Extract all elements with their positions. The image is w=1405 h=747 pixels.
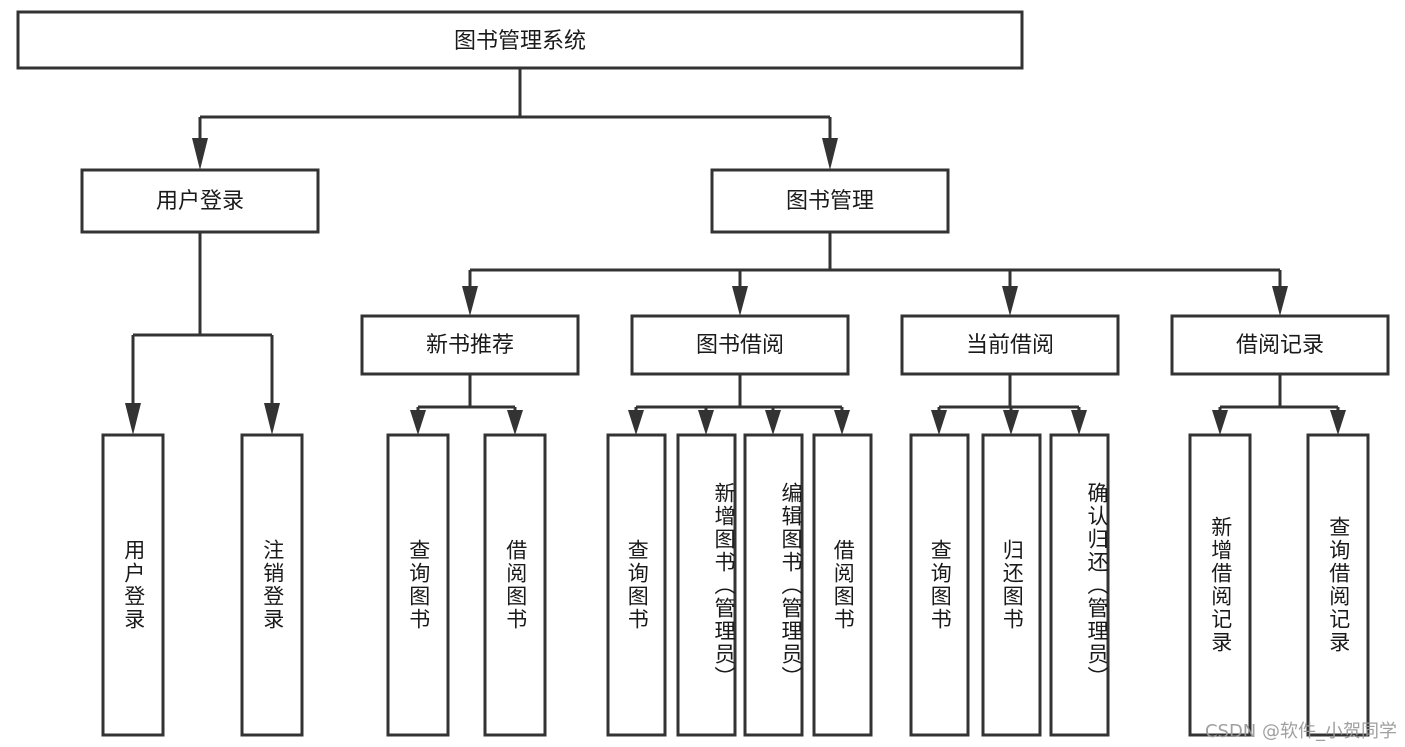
arrow-to-leaf-borrow-book-1 bbox=[507, 410, 523, 435]
leaf-confirm-return-box[interactable] bbox=[1049, 433, 1110, 737]
node-borrow-record-label: 借阅记录 bbox=[1236, 333, 1324, 358]
node-root-label: 图书管理系统 bbox=[454, 29, 586, 54]
node-book-borrow[interactable]: 图书借阅 bbox=[630, 314, 850, 376]
leaf-query-book-2-box[interactable] bbox=[606, 433, 667, 737]
node-new-book-recommend-label: 新书推荐 bbox=[426, 333, 514, 358]
arrow-to-leaf-add-record bbox=[1212, 410, 1228, 435]
arrow-to-leaf-query-book-2 bbox=[628, 410, 644, 435]
node-current-borrow-label: 当前借阅 bbox=[966, 333, 1054, 358]
connector-layer bbox=[125, 68, 1346, 435]
arrow-to-leaf-return-book bbox=[1003, 410, 1019, 435]
node-root-box[interactable] bbox=[16, 10, 1024, 70]
node-book-borrow-box[interactable] bbox=[630, 314, 850, 376]
node-user-login-box[interactable] bbox=[80, 168, 320, 234]
leaf-borrow-book-1-box[interactable] bbox=[483, 433, 547, 737]
node-current-borrow-box[interactable] bbox=[900, 314, 1120, 376]
arrow-to-new-book-recommend bbox=[462, 286, 478, 316]
arrow-to-user-login bbox=[192, 138, 208, 170]
arrow-to-borrow-record bbox=[1272, 286, 1288, 316]
arrow-to-leaf-query-record bbox=[1330, 410, 1346, 435]
node-current-borrow[interactable]: 当前借阅 bbox=[900, 314, 1120, 376]
arrow-to-leaf-confirm-return bbox=[1071, 410, 1087, 435]
leaf-add-record-box[interactable] bbox=[1188, 433, 1252, 737]
node-book-manage-box[interactable] bbox=[710, 168, 950, 234]
leaf-box-layer bbox=[101, 433, 1370, 737]
node-book-manage-label: 图书管理 bbox=[786, 189, 874, 214]
csdn-watermark: CSDN @软件_小贺同学 bbox=[1204, 721, 1397, 742]
node-user-login[interactable]: 用户登录 bbox=[80, 168, 320, 234]
node-new-book-recommend[interactable]: 新书推荐 bbox=[360, 314, 580, 376]
arrow-to-current-borrow bbox=[1002, 286, 1018, 316]
leaf-edit-book-box[interactable] bbox=[743, 433, 804, 737]
leaf-return-book-box[interactable] bbox=[981, 433, 1042, 737]
leaf-query-book-1-box[interactable] bbox=[386, 433, 450, 737]
node-book-manage[interactable]: 图书管理 bbox=[710, 168, 950, 234]
node-book-borrow-label: 图书借阅 bbox=[696, 333, 784, 358]
node-borrow-record-box[interactable] bbox=[1170, 314, 1390, 376]
leaf-query-book-3-box[interactable] bbox=[909, 433, 970, 737]
node-new-book-recommend-box[interactable] bbox=[360, 314, 580, 376]
node-user-login-label: 用户登录 bbox=[156, 189, 244, 214]
arrow-to-book-borrow bbox=[732, 286, 748, 316]
arrow-to-leaf-logout bbox=[264, 403, 280, 435]
arrow-to-leaf-query-book-3 bbox=[931, 410, 947, 435]
leaf-borrow-book-2-box[interactable] bbox=[812, 433, 873, 737]
leaf-add-book-box[interactable] bbox=[676, 433, 737, 737]
arrow-to-leaf-borrow-book-2 bbox=[834, 410, 850, 435]
arrow-to-leaf-user-login bbox=[125, 403, 141, 435]
arrow-to-leaf-edit-book bbox=[765, 410, 781, 435]
node-borrow-record[interactable]: 借阅记录 bbox=[1170, 314, 1390, 376]
arrow-to-leaf-query-book-1 bbox=[410, 410, 426, 435]
arrow-to-leaf-add-book bbox=[698, 410, 714, 435]
node-root[interactable]: 图书管理系统 bbox=[16, 10, 1024, 70]
leaf-query-record-box[interactable] bbox=[1306, 433, 1370, 737]
leaf-logout-box[interactable] bbox=[240, 433, 304, 737]
leaf-user-login-box[interactable] bbox=[101, 433, 165, 737]
arrow-to-book-manage bbox=[822, 138, 838, 170]
